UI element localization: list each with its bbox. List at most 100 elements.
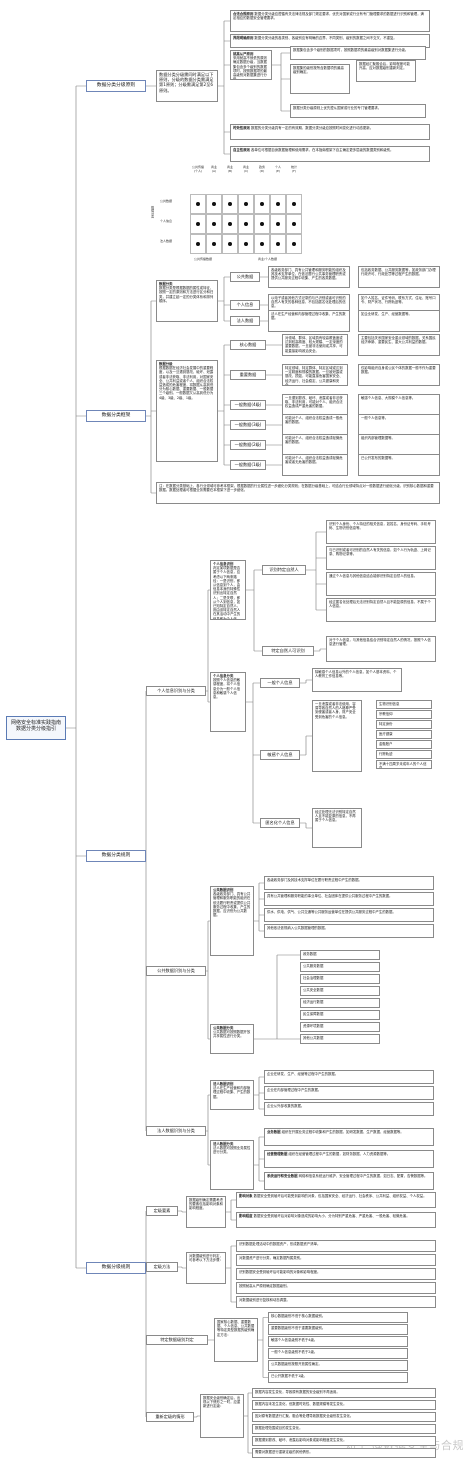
connector (194, 1415, 200, 1418)
framework-grading-desc: 根据数据在经济社会发展中的重要程度，以及一旦遭到篡改、破坏、泄露或者非法获取、非… (159, 366, 214, 400)
matrix-col-6: 统计 (F) (290, 165, 297, 173)
rules-legal-classify-desc: 法人数据可按照业务属性进行分类。 (213, 1146, 251, 1155)
rules-public-identify-desc: 各级政务部门、具有公共管理和服务职能的组织在依法履行职责或提供公共服务过程中收集… (213, 892, 251, 918)
fw-grade-2: 一般数据(4级) (230, 400, 266, 410)
connector (226, 1199, 236, 1221)
principle-strict-sub-3: 数据经汇聚融合后，影响程度可能升高，应对数据级别重新判定。 (356, 60, 416, 82)
fw-grade-desc-5: 可能对个人、组织合法权益造成轻微危害或者无危害的数据。 (282, 454, 348, 476)
framework-classification: 数据分类数据分类是根据数据的属性或特征，按照一定的原则和方法进行区分和归类，并建… (156, 280, 218, 322)
matrix-cell (270, 194, 286, 214)
grading-method-step-2: 识别数据安全受到破坏后可能影响的对象和影响程度。 (236, 1268, 436, 1280)
connector (178, 1266, 186, 1269)
grading-dynamic-desc: 数据安全级别确定后，出现以下情形之一时，应重新进行定级： (200, 1394, 244, 1438)
connector (272, 52, 290, 112)
legal-identify-item-1: 企业在内部管理过程中产生的数据。 (264, 1086, 434, 1100)
matrix-dot (196, 202, 200, 206)
grading-factors-desc: 数据级别确定需要考虑的要素包括影响对象和影响程度。 (186, 1196, 226, 1228)
matrix-cell (238, 234, 254, 254)
grading-factor-1-title: 影响程度 (239, 1214, 253, 1218)
grading-dynamic-item-3: 数据处理范围或目的发生变化。 (252, 1424, 436, 1434)
matrix-cell (270, 234, 286, 254)
matrix-dot (244, 202, 248, 206)
grading-method-step-1: 对数据资产进行分类，确定数据所属类别。 (236, 1254, 436, 1266)
framework-grading: 数据分级根据数据在经济社会发展中的重要程度，以及一旦遭到篡改、破坏、泄露或者非法… (156, 360, 218, 462)
matrix-cell (206, 194, 222, 214)
matrix-cell (254, 194, 270, 214)
rules-legal-classify-title: 法人数据分类 (213, 1142, 234, 1146)
sensitive-item-4: 金融账户 (376, 740, 432, 749)
grading-method-step-3: 按照就高从严原则确定数据级别。 (236, 1282, 436, 1294)
rules-personal-identify: 个人信息识别判定某项数据是否属于个人信息，应考虑以下两条路径：一是识别，即从信息… (210, 560, 246, 620)
grading-dynamic-item-1: 数据内容未发生变化，但数据时效性、数据规模等发生变化。 (252, 1400, 436, 1410)
rules-public-classify: 公共数据分类公共数据可按照数据开放共享属性进行分类。 (210, 1024, 254, 1054)
grading-dynamic-item-0: 数据内容发生变化，导致原有数据的安全级别不再适用。 (252, 1388, 436, 1398)
fw-grade-ex-0: 主要包括关系国家安全重点领域的数据，关系国民经济命脉、重要民生、重大公共利益的数… (358, 334, 440, 356)
fw-grade-5: 一般数据(1级) (230, 460, 266, 470)
matrix-cell (222, 234, 238, 254)
rules-personal-classify: 个人信息分类按照个人信息的敏感程度，将个人信息分为一般个人信息和敏感个人信息。 (210, 672, 246, 732)
rules-public-classify-desc: 公共数据可按照数据开放共享属性进行分类。 (213, 1030, 251, 1039)
personal-identify-item-2: 通过个人信息与其他信息结合能够识别特定自然人的信息。 (326, 572, 436, 596)
matrix-footer-0: 公共传播数据 (194, 257, 213, 261)
grading-factor-0: 影响对象 数据安全受到破坏后可能受到影响的对象，包括国家安全、经济运行、社会秩序… (236, 1192, 436, 1208)
legal-classify-item-0: 业务数据 组织在开展业务过程中收集和产生的数据，如研发数据、生产数据、经营数据等… (264, 1128, 434, 1146)
public-identify-item-0: 各级政务部门及其技术支撑单位在履行职责过程中产生的数据。 (264, 876, 434, 890)
principle-timeliness-desc: 数据的分类分级具有一定的有效期，数据分类分级应按照时间变化进行动态更新。 (251, 126, 374, 130)
fw-classify-0: 公共数据 (230, 272, 260, 282)
connector (246, 569, 262, 652)
rules-personal-sensitive-desc: 一旦泄露或者非法使用，容易导致自然人的人格尊严受到侵害或者人身、财产安全受到危害… (312, 700, 362, 772)
fw-classify-desc-2: 法人在生产经营和内部管理过程中收集、产生的数据。 (268, 310, 350, 332)
branch-grading-rules: 数据分级规则 (86, 1262, 146, 1274)
rules-public-identify-title: 公共数据识别 (213, 888, 234, 892)
public-classify-item-5: 民生保障数据 (300, 1010, 380, 1020)
matrix-dot (228, 242, 232, 246)
public-classify-item-4: 经济运行数据 (300, 998, 380, 1008)
connector (206, 589, 210, 703)
connector (258, 1317, 268, 1378)
rules-personal-anon-desc: 经过处理无法识别特定自然人且不能复原的信息，不再属于个人信息。 (312, 808, 362, 848)
principle-strict-desc: 采用就高不就低的原则确定数据分级，当数据集包含多个级别的数据项时，按照数据项的最… (233, 56, 267, 80)
matrix-row-0: 公共数据 (160, 199, 173, 203)
matrix-footer-1: 商业/个人数据 (258, 257, 278, 261)
grading-method-label: 定级方法 (146, 1262, 178, 1272)
public-identify-item-2: 供水、供电、供气、公共交通等公共服务运营单位在提供公共服务过程中产生的数据。 (264, 908, 434, 922)
connector (218, 20, 230, 155)
personal-identify-item-1: 与已识别或者可识别的自然人有关的信息，如个人行为轨迹、上网记录、购物记录等。 (326, 546, 436, 570)
matrix-dot (292, 202, 296, 206)
grading-factors-label: 定级要素 (146, 1206, 178, 1216)
grading-special-item-5: 已公开数据不低于1级。 (268, 1372, 408, 1383)
public-classify-item-2: 社会治理数据 (300, 974, 380, 984)
principle-timeliness-title: 时效性原则 (233, 126, 250, 130)
matrix-cell (254, 234, 270, 254)
matrix-col-3: 商业 (C) (242, 165, 249, 173)
rules-legal-identify: 法人数据识别法人在生产经营和内部管理过程中收集、产生的数据。 (210, 1080, 254, 1110)
principle-timeliness: 时效性原则 数据的分类分级具有一定的有效期，数据分类分级应按照时间变化进行动态更… (230, 124, 430, 140)
grading-dynamic-item-4: 数据遭到篡改、破坏、泄露后影响对象或影响程度发生变化。 (252, 1436, 436, 1446)
fw-classify-ex-2: 如企业研发、生产、经营数据等。 (358, 310, 440, 332)
grading-special-item-4: 公共数据级别按照开放属性确定。 (268, 1360, 408, 1371)
matrix-dot (196, 242, 200, 246)
grading-method-desc: 对数据级别进行判定，可参考以下方法步骤： (186, 1252, 226, 1284)
matrix-dot (228, 222, 232, 226)
fw-classify-desc-0: 各级政务部门、具有公共管理和服务职能的组织及其技术支撑单位，在依法履行公共事务管… (268, 266, 350, 288)
principle-strict-sub-2: 数据集的级别按所含数据项的最高级别确定。 (290, 64, 350, 94)
fw-classify-ex-0: 包括政务数据、公共服务数据等，如政务部门办理行政许可、行政处罚等过程产生的数据。 (358, 266, 440, 288)
legal-classify-item-1-title: 经营管理数据 (267, 1152, 288, 1156)
principles-intro: 数据分类分级需同时满足以下原则，分级的数据分类需满足第1原则；分级需满足第2至6… (156, 70, 218, 102)
connector (306, 531, 326, 611)
matrix-dot (212, 202, 216, 206)
connector (146, 300, 156, 494)
matrix-cell (238, 214, 254, 234)
matrix-dot (212, 242, 216, 246)
fw-grade-desc-4: 可能对个人、组织合法权益造成轻微危害的数据。 (282, 434, 348, 456)
matrix-cell (254, 214, 270, 234)
principle-strict-title: 就高从严原则 (233, 52, 254, 56)
connector (218, 276, 230, 322)
rules-personal-identify-desc: 判定某项数据是否属于个人信息，应考虑以下两条路径：一是识别，即从信息到个人，由信… (213, 566, 241, 620)
principle-legal-desc: 数据分类分级应遵循有关法律法规及部门规定要求，优先对国家或行业有专门管理要求的数… (233, 12, 424, 21)
fw-grade-desc-0: 对领域、群体、区域具有较高覆盖度或达到较高精度、较大规模、一定深度的重要数据，一… (282, 334, 348, 356)
sensitive-item-0: 生物识别信息 (376, 700, 432, 709)
fw-grade-ex-3: 一般个人信息等。 (358, 414, 440, 436)
legal-classify-item-1-desc: 组织在经营管理过程中产生的数据，如财务数据、人力资源数据等。 (288, 1152, 391, 1156)
connector (300, 822, 312, 829)
